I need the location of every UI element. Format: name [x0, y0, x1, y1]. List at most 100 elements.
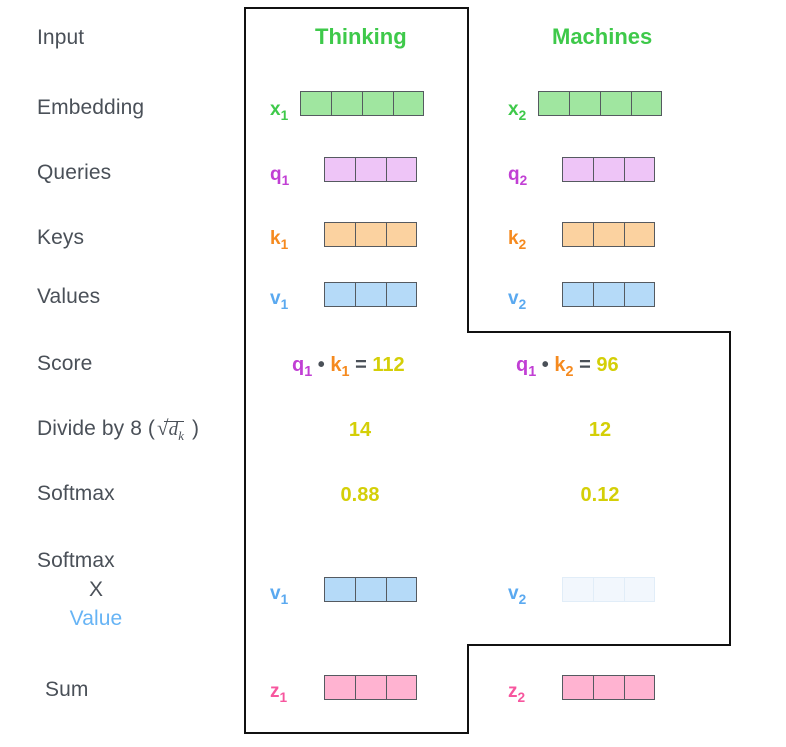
vector-label-v2b-sub: 2 — [518, 591, 527, 607]
vector-cell — [386, 157, 417, 182]
softmax-times-value-line-1: Softmax — [37, 549, 115, 572]
vector-label-v1b-base: v — [270, 583, 281, 604]
vector-cell — [324, 157, 355, 182]
vector-cell — [562, 577, 593, 602]
softmax-value-col2: 0.12 — [580, 484, 620, 506]
score-formula-col2: q1 • k2 = 96 — [516, 355, 619, 379]
vector-label-k2-base: k — [508, 228, 519, 249]
vector-label-v1-weighted: v1 — [270, 584, 288, 606]
vector-cell — [355, 157, 386, 182]
vector-strip-z2 — [562, 675, 655, 700]
vector-label-v1-base: v — [270, 288, 281, 309]
vector-label-z2: z2 — [508, 682, 525, 704]
vector-label-z2-base: z — [508, 681, 518, 702]
vector-cell — [569, 91, 600, 116]
vector-cell — [324, 675, 355, 700]
vector-cell — [593, 577, 624, 602]
vector-label-k2: k2 — [508, 229, 526, 251]
vector-cell — [593, 282, 624, 307]
vector-cell — [324, 282, 355, 307]
vector-label-z1-sub: 1 — [279, 689, 288, 705]
vector-label-z2-sub: 2 — [517, 689, 526, 705]
vector-label-x2: x2 — [508, 100, 526, 122]
vector-cell — [324, 222, 355, 247]
stage-label-sum: Sum — [45, 678, 89, 701]
vector-cell — [562, 157, 593, 182]
vector-cell — [624, 577, 655, 602]
radical-bar — [164, 421, 185, 422]
vector-label-q2-sub: 2 — [519, 172, 528, 188]
divide-prefix-text: Divide by 8 ( — [37, 417, 156, 440]
vector-label-k2-sub: 2 — [518, 236, 527, 252]
vector-label-v2-sub: 2 — [518, 296, 527, 312]
equals-sign: = — [355, 354, 367, 376]
vector-label-k1: k1 — [270, 229, 288, 251]
stage-label-embedding: Embedding — [37, 96, 145, 119]
vector-cell — [600, 91, 631, 116]
score-q-symbol: q — [516, 354, 529, 376]
vector-label-v2-weighted: v2 — [508, 584, 526, 606]
vector-strip-q1 — [324, 157, 417, 182]
softmax-times-value-line-3: Value — [69, 607, 123, 630]
score-q-symbol: q — [292, 354, 305, 376]
vector-label-v2: v2 — [508, 289, 526, 311]
vector-cell — [386, 222, 417, 247]
sqrt-dk-math: √dk — [155, 416, 186, 443]
score-value: 112 — [372, 354, 405, 376]
stage-label-values: Values — [37, 285, 101, 308]
vector-cell — [386, 282, 417, 307]
score-k-sub: 2 — [565, 364, 574, 380]
stage-label-divide-by-8: Divide by 8 (√dk ) — [37, 416, 199, 444]
vector-cell — [355, 282, 386, 307]
stage-label-softmax: Softmax — [37, 482, 115, 505]
vector-strip-v1-weighted — [324, 577, 417, 602]
stage-label-queries: Queries — [37, 161, 112, 184]
vector-cell — [631, 91, 662, 116]
divided-score-col2: 12 — [588, 419, 612, 441]
score-formula-col1: q1 • k1 = 112 — [292, 355, 405, 379]
vector-cell — [562, 222, 593, 247]
vector-cell — [355, 577, 386, 602]
vector-cell — [393, 91, 424, 116]
vector-cell — [562, 675, 593, 700]
vector-cell — [624, 282, 655, 307]
vector-label-v1-sub: 1 — [280, 296, 289, 312]
vector-label-q1-sub: 1 — [281, 172, 290, 188]
equals-sign: = — [579, 354, 591, 376]
vector-cell — [300, 91, 331, 116]
dot-product-icon: • — [541, 354, 549, 376]
vector-cell — [331, 91, 362, 116]
vector-cell — [386, 675, 417, 700]
vector-cell — [538, 91, 569, 116]
vector-label-v2b-base: v — [508, 583, 519, 604]
vector-label-x1-sub: 1 — [280, 107, 289, 123]
score-k-sub: 1 — [341, 364, 350, 380]
vector-label-x2-sub: 2 — [518, 107, 527, 123]
vector-label-k1-base: k — [270, 228, 281, 249]
divided-score-col1: 14 — [348, 419, 372, 441]
vector-cell — [562, 282, 593, 307]
stage-label-score: Score — [37, 352, 93, 375]
vector-strip-v2-weighted — [562, 577, 655, 602]
vector-label-v2-base: v — [508, 288, 519, 309]
vector-label-k1-sub: 1 — [280, 236, 289, 252]
radical-sign: √ — [157, 416, 169, 440]
vector-label-x1-base: x — [270, 99, 281, 120]
vector-strip-q2 — [562, 157, 655, 182]
vector-cell — [593, 157, 624, 182]
vector-label-q1-base: q — [270, 164, 282, 185]
score-q-sub: 1 — [304, 364, 313, 380]
vector-strip-v1 — [324, 282, 417, 307]
score-k-symbol: k — [330, 354, 342, 376]
vector-strip-x1 — [300, 91, 424, 116]
vector-strip-v2 — [562, 282, 655, 307]
vector-strip-z1 — [324, 675, 417, 700]
vector-strip-k2 — [562, 222, 655, 247]
vector-cell — [624, 675, 655, 700]
score-value: 96 — [596, 354, 619, 376]
vector-cell — [593, 675, 624, 700]
column-heading-thinking: Thinking — [315, 24, 407, 49]
stage-label-input: Input — [37, 26, 85, 49]
vector-cell — [362, 91, 393, 116]
